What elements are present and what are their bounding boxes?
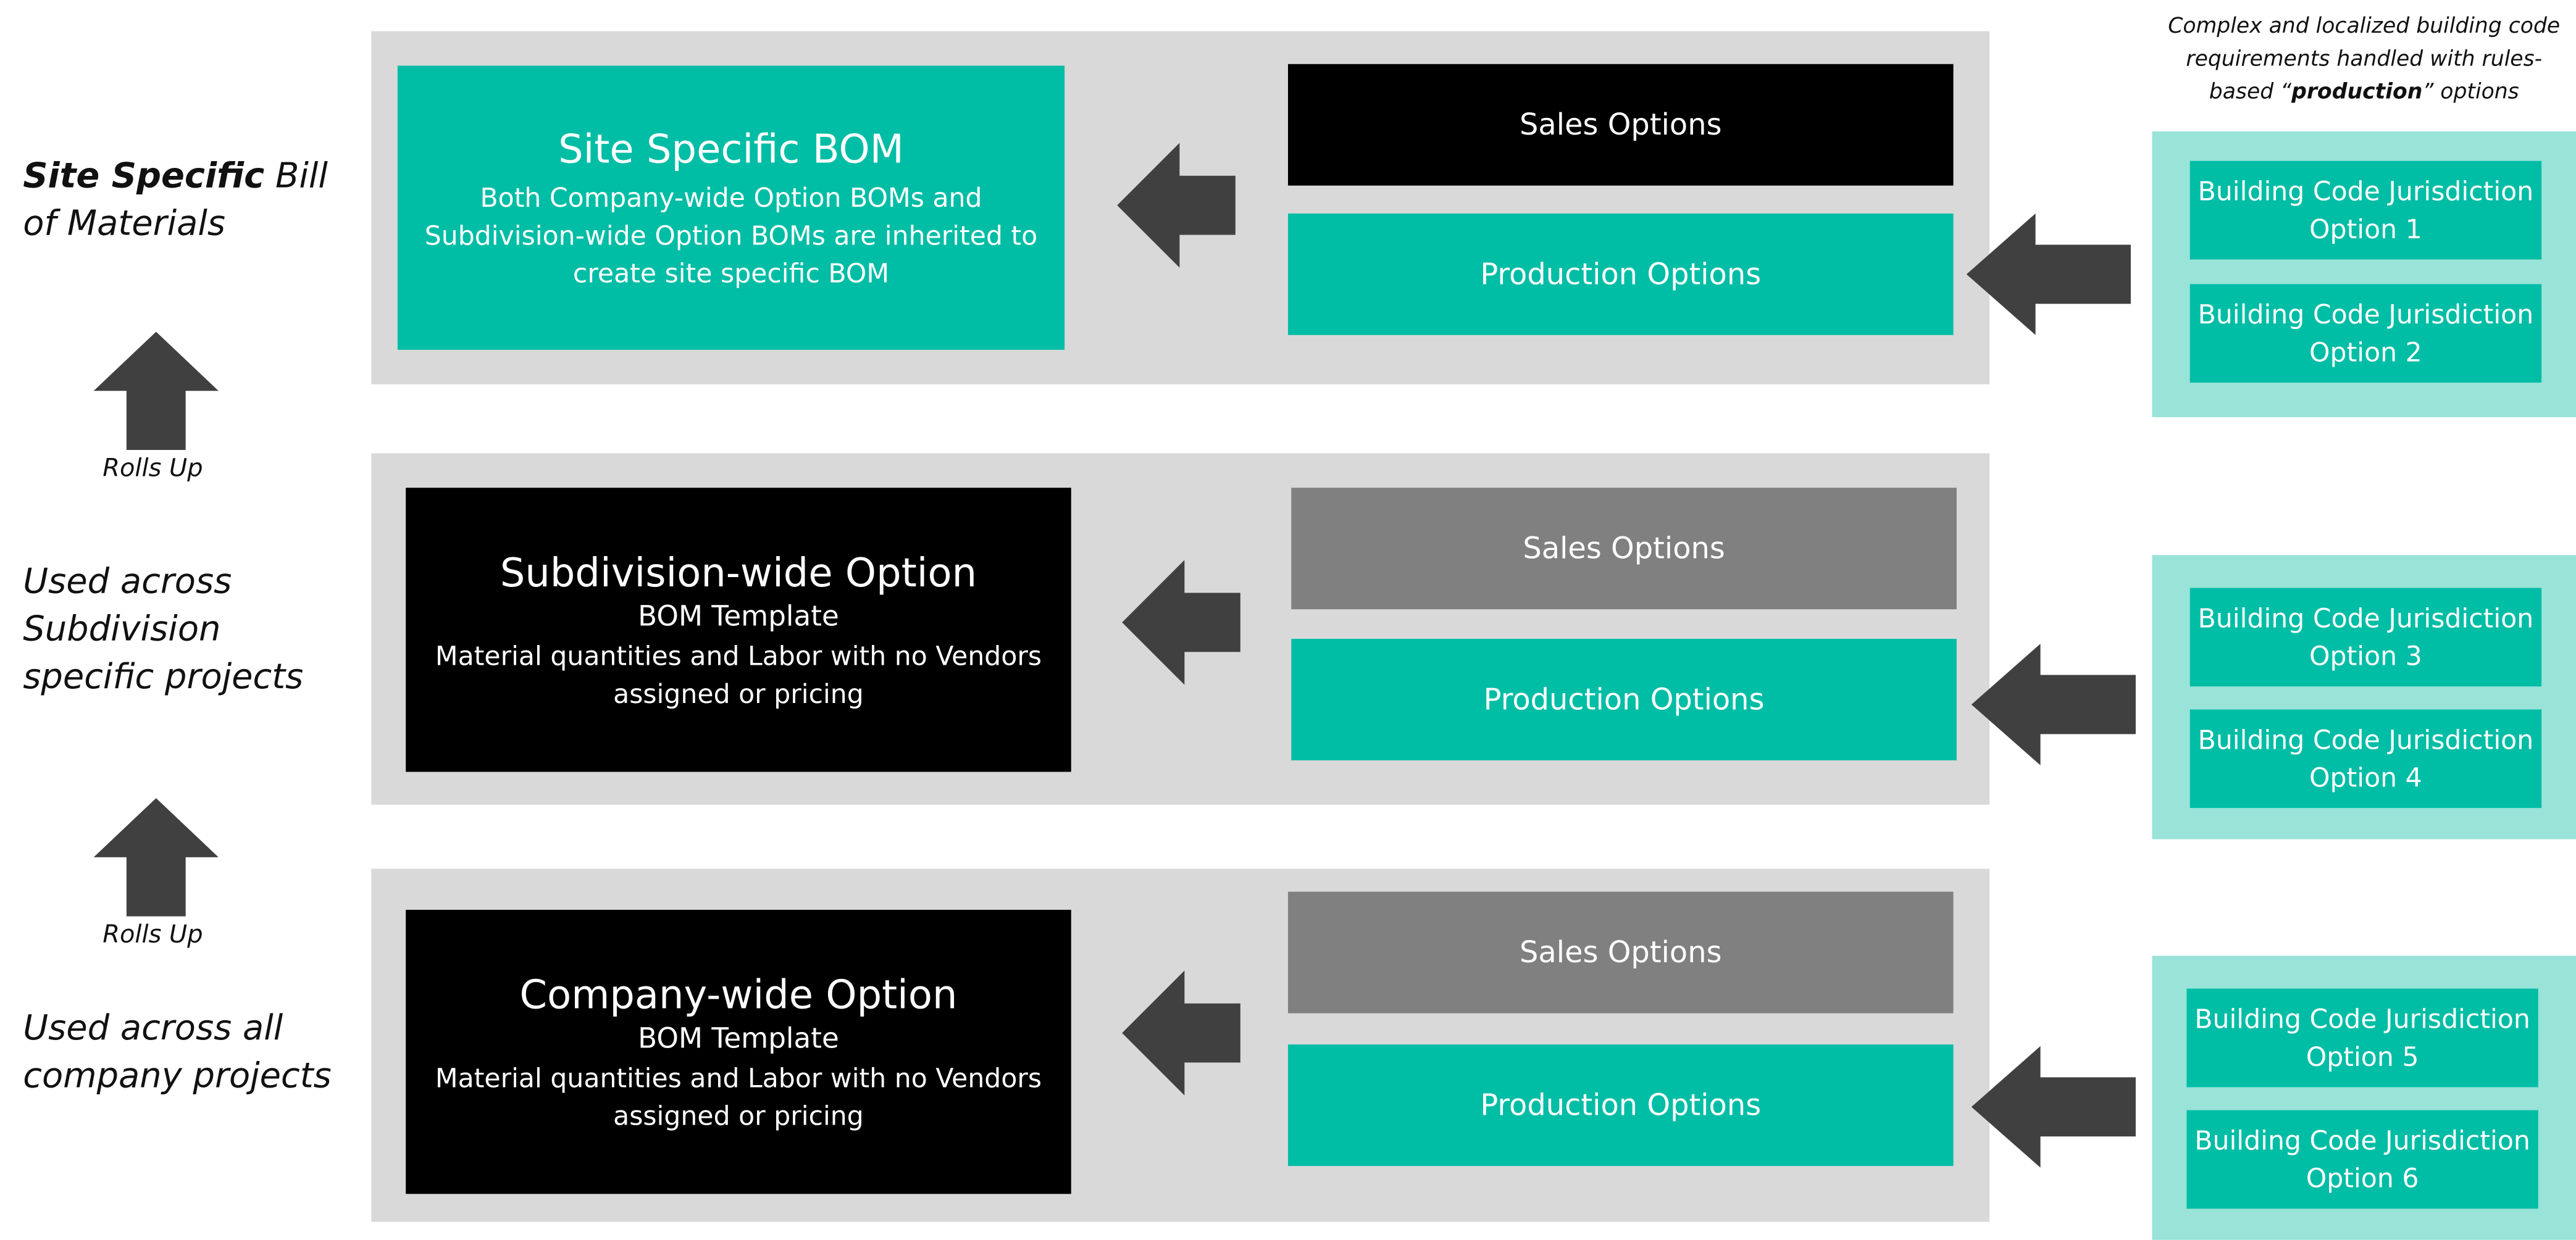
rolls-up-label: Rolls Up <box>102 453 203 483</box>
bom-description: Material quantities and Labor with no Ve… <box>435 640 1042 710</box>
company-bom-box: Company-wide Option BOM Template Materia… <box>406 910 1071 1194</box>
bom-subtitle: BOM Template <box>638 1023 839 1056</box>
subdivision-usage-label: Used across Subdivision specific project… <box>23 561 304 697</box>
building-code-option-box: Building Code Jurisdiction Option 6 <box>2186 1110 2538 1209</box>
subdivision-bom-box: Subdivision-wide Option BOM Template Mat… <box>406 488 1071 772</box>
bom-title: Company-wide Option <box>519 972 958 1018</box>
inherit-arrow-icon <box>1122 560 1240 685</box>
building-code-option-box: Building Code Jurisdiction Option 5 <box>2186 988 2538 1088</box>
company-usage-label: Used across all company projects <box>23 1008 332 1096</box>
sales-options-box: Sales Options <box>1291 488 1957 610</box>
site-specific-label: Site Specific Bill of Materials <box>23 156 328 243</box>
bom-description: Material quantities and Labor with no Ve… <box>435 1062 1042 1132</box>
site-specific-bom-box: Site Specific BOM Both Company-wide Opti… <box>397 65 1065 350</box>
production-options-box: Production Options <box>1287 1044 1954 1167</box>
bom-subtitle: BOM Template <box>638 601 839 635</box>
building-code-option-box: Building Code Jurisdiction Option 3 <box>2189 588 2542 687</box>
bom-title: Subdivision-wide Option <box>500 550 977 596</box>
sales-options-box: Sales Options <box>1287 891 1954 1013</box>
inherit-arrow-icon <box>1117 143 1236 268</box>
jurisdiction-arrow-icon <box>1971 643 2136 765</box>
building-code-note: Complex and localized building code requ… <box>2168 14 2561 106</box>
rolls-up-label: Rolls Up <box>102 919 203 949</box>
rolls-up-arrow-icon <box>93 798 219 917</box>
building-code-option-box: Building Code Jurisdiction Option 2 <box>2189 284 2542 383</box>
production-options-box: Production Options <box>1287 213 1954 335</box>
production-options-box: Production Options <box>1291 639 1957 760</box>
inherit-arrow-icon <box>1122 970 1240 1096</box>
building-code-option-box: Building Code Jurisdiction Option 1 <box>2189 160 2542 260</box>
jurisdiction-arrow-icon <box>1971 1046 2136 1168</box>
bom-title: Site Specific BOM <box>558 126 904 173</box>
rolls-up-arrow-icon <box>93 331 219 451</box>
sales-options-box: Sales Options <box>1287 64 1954 186</box>
building-code-option-box: Building Code Jurisdiction Option 4 <box>2189 709 2542 809</box>
bom-description: Both Company-wide Option BOMs and Subdiv… <box>424 182 1038 289</box>
jurisdiction-arrow-icon <box>1966 213 2131 335</box>
